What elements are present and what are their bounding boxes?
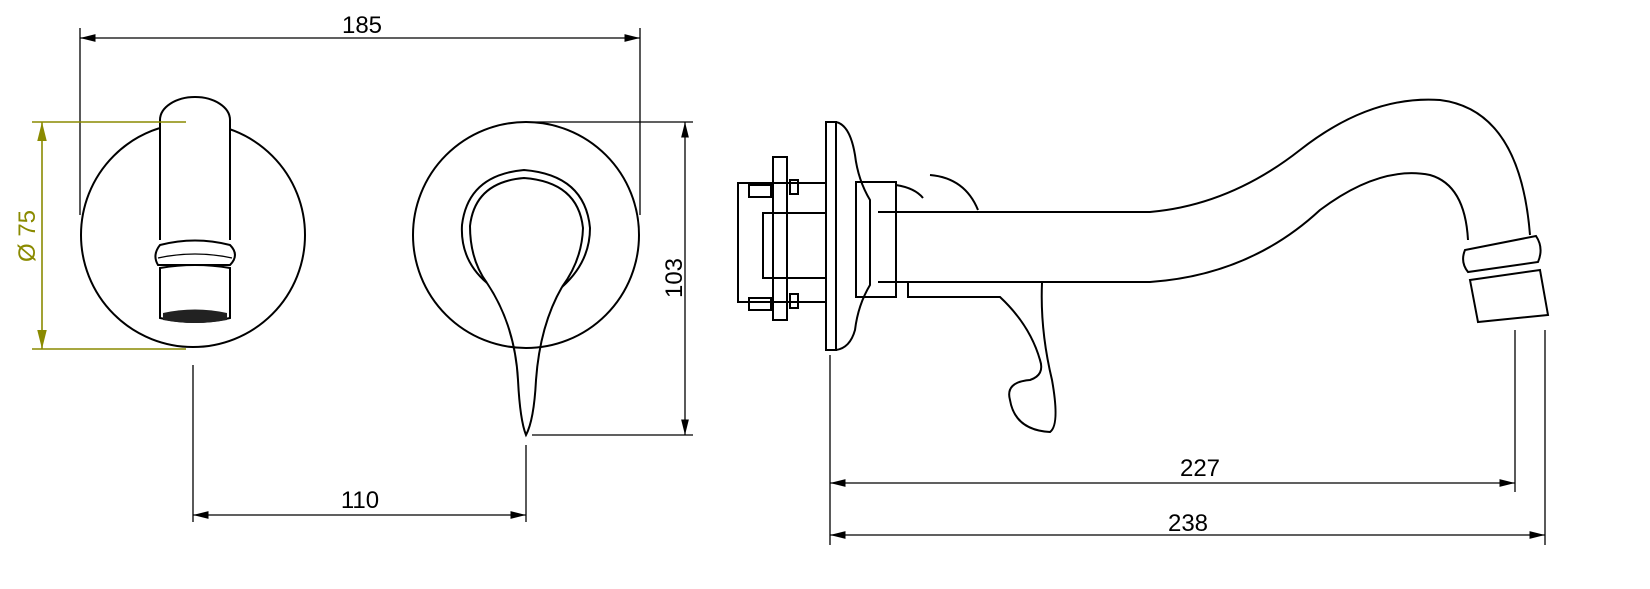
aerator-side: [1468, 268, 1550, 324]
dimension-label: Ø 75: [14, 210, 41, 262]
dimension-label: 227: [1180, 455, 1220, 482]
side-view: [737, 98, 1550, 434]
dimension-103: 103: [526, 121, 693, 436]
dimension-diameter-75: Ø 75: [14, 121, 186, 350]
dimension-227: 227: [829, 330, 1516, 545]
spout-front-view: [80, 96, 306, 348]
wall-plate: [825, 121, 837, 351]
spout-upper-edge: [878, 98, 1531, 236]
lever-handle: [486, 282, 563, 438]
spout-body: [159, 96, 231, 240]
dimension-110: 110: [192, 365, 527, 522]
dimension-label: 185: [342, 12, 382, 39]
mounting-flange: [772, 156, 788, 321]
valve-body: [737, 182, 827, 303]
dimension-label: 238: [1168, 510, 1208, 537]
mixer-front-view: [412, 121, 640, 438]
mixer-cover-plate: [412, 121, 640, 349]
lever-ring-outer: [460, 168, 592, 288]
dimension-label: 110: [341, 487, 379, 514]
dimension-label: 103: [661, 258, 688, 298]
spout-collar-side: [1462, 234, 1542, 274]
wall-plate-bulge: [835, 121, 871, 351]
lever-side: [907, 282, 1057, 434]
dimension-238: 238: [830, 330, 1546, 545]
spout-collar: [154, 239, 236, 266]
spout-lower-edge: [878, 172, 1469, 283]
aerator-mesh: [163, 309, 227, 323]
